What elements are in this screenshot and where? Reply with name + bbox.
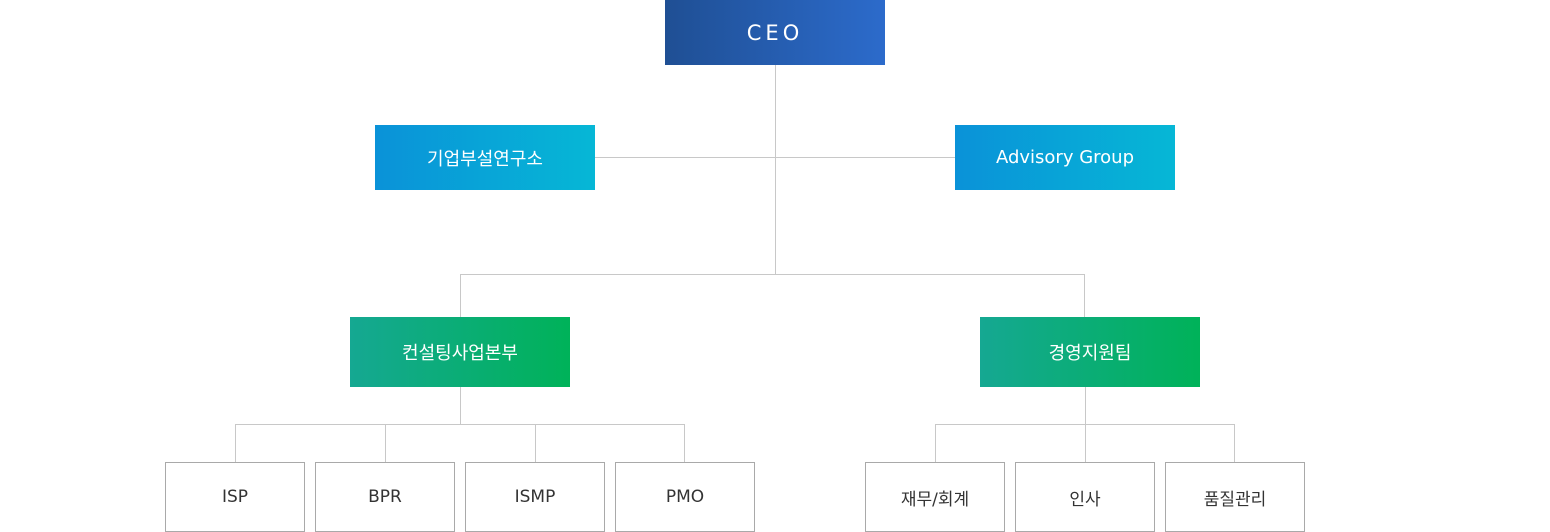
unit-finance-box: 재무/회계 xyxy=(865,462,1005,532)
unit-bpr-box: BPR xyxy=(315,462,455,532)
advisory-group-box: Advisory Group xyxy=(955,125,1175,190)
unit-quality-box: 품질관리 xyxy=(1165,462,1305,532)
unit-hr-box: 인사 xyxy=(1015,462,1155,532)
consulting-division-box: 컨설팅사업본부 xyxy=(350,317,570,387)
management-support-box: 경영지원팀 xyxy=(980,317,1200,387)
ceo-box: CEO xyxy=(665,0,885,65)
research-lab-box: 기업부설연구소 xyxy=(375,125,595,190)
unit-isp-box: ISP xyxy=(165,462,305,532)
unit-ismp-box: ISMP xyxy=(465,462,605,532)
unit-pmo-box: PMO xyxy=(615,462,755,532)
